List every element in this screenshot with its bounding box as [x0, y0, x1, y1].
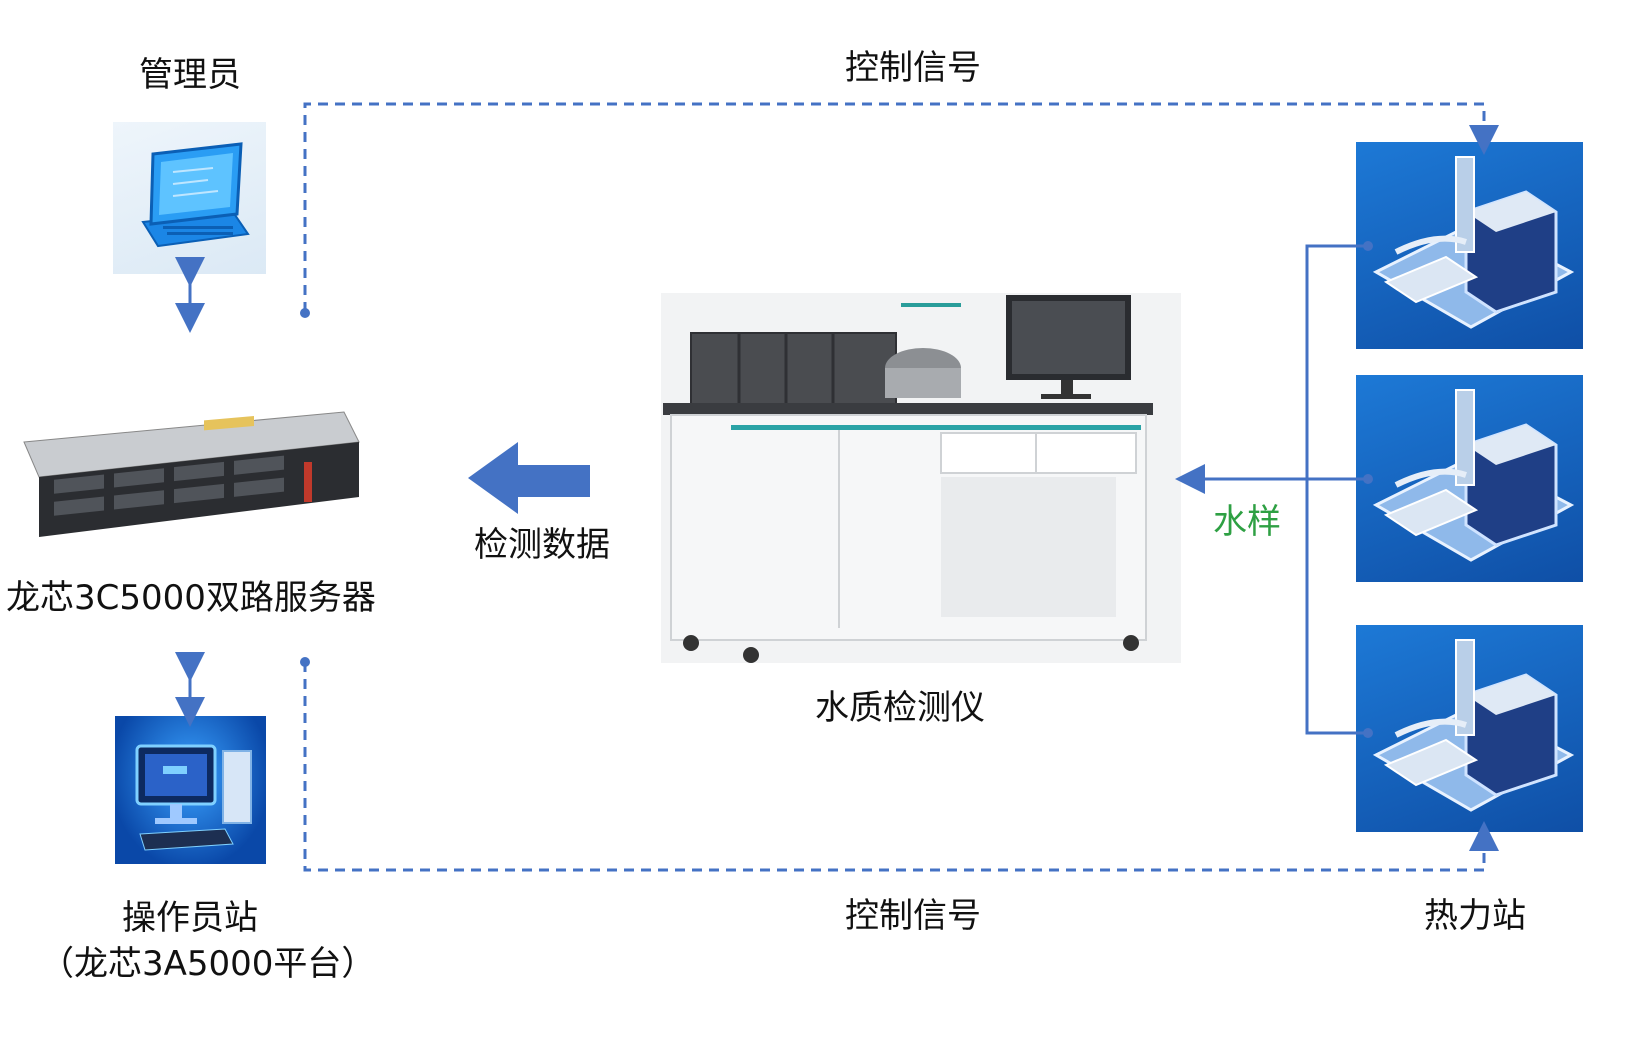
- admin-label: 管理员: [139, 55, 241, 95]
- water-quality-analyzer-icon: [661, 293, 1181, 663]
- control-signal-top-label: 控制信号: [845, 48, 981, 88]
- control-signal-top-dot: [300, 308, 310, 318]
- water-sample-pipe: [1305, 244, 1368, 735]
- operator-station-platform: （龙芯3A5000平台）: [40, 944, 376, 984]
- water-sample-label: 水样: [1213, 502, 1281, 542]
- detect-data-arrow: [468, 442, 590, 514]
- control-signal-bottom-label: 控制信号: [845, 896, 981, 936]
- desktop-workstation-icon: [115, 716, 266, 864]
- heat-station-building-icon: [1356, 625, 1583, 832]
- heat-station-label: 热力站: [1424, 896, 1526, 936]
- operator-station-label: 操作员站 （龙芯3A5000平台）: [40, 898, 376, 984]
- server-label: 龙芯3C5000双路服务器: [6, 578, 376, 618]
- water-analyzer-label: 水质检测仪: [815, 688, 985, 728]
- operator-station-title: 操作员站: [122, 898, 258, 938]
- heat-station-building-icon: [1356, 142, 1583, 349]
- control-signal-bottom-line: [303, 662, 1499, 872]
- control-signal-bottom-dot: [300, 657, 310, 667]
- server-rack-icon: [14, 402, 364, 542]
- laptop-icon: [113, 122, 266, 274]
- control-signal-top-line: [303, 102, 1499, 312]
- detect-data-label: 检测数据: [474, 525, 610, 565]
- heat-station-building-icon: [1356, 375, 1583, 582]
